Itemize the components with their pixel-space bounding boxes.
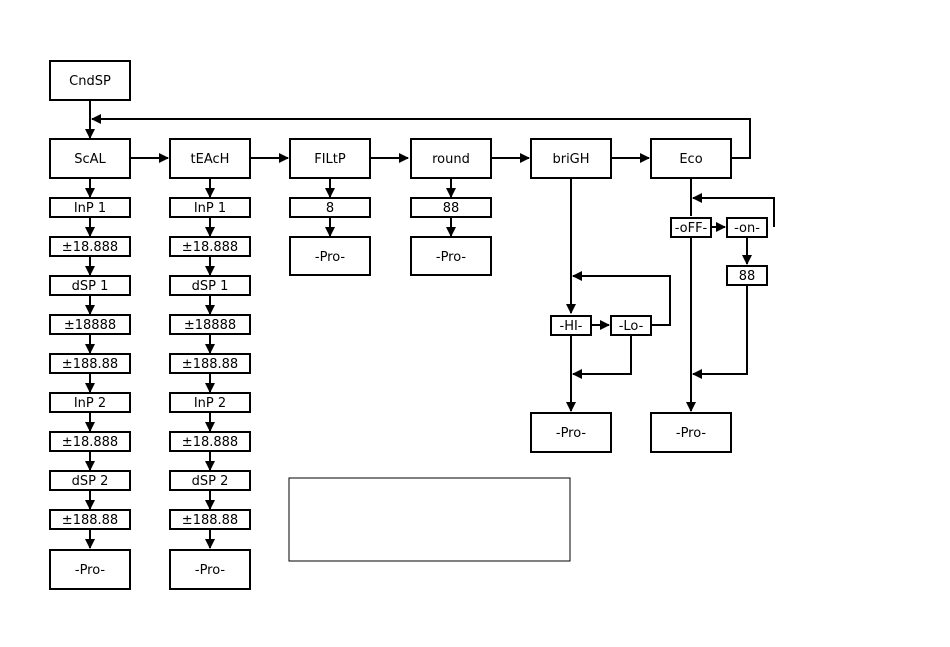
eco-value: 88 — [739, 269, 756, 284]
scal-step-value-3: ±188.88 — [62, 357, 118, 372]
menu-teach: tEAcH — [170, 139, 250, 178]
scal-step-dsp1: dSP 1 — [72, 279, 109, 294]
cndsp-box: CndSP — [50, 61, 130, 100]
filtp-pro: -Pro- — [315, 250, 346, 265]
scal-step-inp2: InP 2 — [74, 396, 106, 411]
menu-filtp: FILtP — [290, 139, 370, 178]
brigh-branch: -HI- -Lo- -Pro- — [531, 316, 651, 452]
menu-brigh-label: briGH — [552, 152, 589, 167]
teach-step-value-1: ±18.888 — [182, 240, 238, 255]
brigh-lo: -Lo- — [619, 319, 644, 334]
scal-step-value-2: ±18888 — [64, 318, 116, 333]
eco-branch: -oFF- -on- 88 -Pro- — [651, 218, 767, 452]
teach-step-dsp1: dSP 1 — [192, 279, 229, 294]
teach-step-value-4: ±18.888 — [182, 435, 238, 450]
menu-brigh: briGH — [531, 139, 611, 178]
teach-step-inp1: InP 1 — [194, 201, 226, 216]
round-column: 88 -Pro- — [411, 198, 491, 275]
eco-off: -oFF- — [675, 221, 708, 236]
scal-step-value-5: ±188.88 — [62, 513, 118, 528]
menu-scal: ScAL — [50, 139, 130, 178]
brigh-hi: -HI- — [560, 319, 583, 334]
menu-round-label: round — [432, 152, 470, 167]
eco-pro: -Pro- — [676, 426, 707, 441]
note-box — [289, 478, 570, 561]
scal-step-value-4: ±18.888 — [62, 435, 118, 450]
filtp-value: 8 — [326, 201, 334, 216]
eco-on: -on- — [734, 221, 760, 236]
menu-eco: Eco — [651, 139, 731, 178]
menu-round: round — [411, 139, 491, 178]
scal-step-value-1: ±18.888 — [62, 240, 118, 255]
teach-step-pro: -Pro- — [195, 563, 226, 578]
menu-eco-label: Eco — [679, 152, 702, 167]
round-value: 88 — [443, 201, 460, 216]
teach-step-inp2: InP 2 — [194, 396, 226, 411]
teach-step-value-5: ±188.88 — [182, 513, 238, 528]
eco-branch-arrows — [691, 178, 774, 411]
brigh-branch-arrows — [571, 178, 670, 411]
menu-filtp-label: FILtP — [314, 152, 346, 167]
scal-step-dsp2: dSP 2 — [72, 474, 109, 489]
teach-step-value-2: ±18888 — [184, 318, 236, 333]
menu-teach-label: tEAcH — [191, 152, 230, 167]
teach-step-dsp2: dSP 2 — [192, 474, 229, 489]
menu-scal-label: ScAL — [74, 152, 106, 167]
scal-step-inp1: InP 1 — [74, 201, 106, 216]
brigh-pro: -Pro- — [556, 426, 587, 441]
teach-step-value-3: ±188.88 — [182, 357, 238, 372]
round-pro: -Pro- — [436, 250, 467, 265]
filtp-column: 8 -Pro- — [290, 198, 370, 275]
scal-step-pro: -Pro- — [75, 563, 106, 578]
cndsp-label: CndSP — [69, 74, 111, 89]
